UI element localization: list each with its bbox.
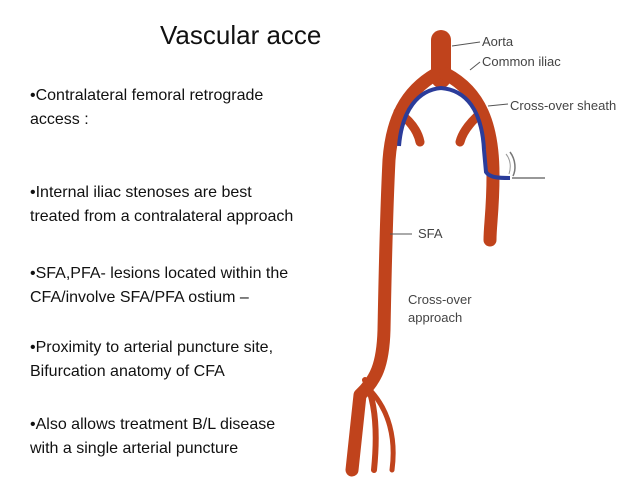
label-crossover-approach-line1: Cross-over [408,292,472,307]
bullet-line: Bifurcation anatomy of CFA [30,363,225,380]
artery-tree [345,30,500,477]
lower-branch-b [365,385,396,473]
right-iliac-leg [439,67,500,247]
label-leaders [390,41,509,235]
label-aorta: Aorta [482,34,514,49]
crossover-sheath [397,85,511,180]
bullet-line: •Contralateral femoral retrograde [30,87,264,104]
label-sfa: SFA [418,226,443,241]
bullet-line: with a single arterial puncture [30,440,239,457]
label-common-iliac: Common iliac [482,54,561,69]
bullet-line: access : [30,111,89,128]
bullet-line: •SFA,PFA- lesions located within the [30,265,289,282]
left-internal-iliac [393,107,425,147]
sheath-hub-valve [509,151,516,177]
leader-crossover-sheath [487,103,509,107]
bullet-line: treated from a contralateral approach [30,208,294,225]
bullet-bilateral: •Also allows treatment B/L disease with … [30,413,360,461]
bullet-line: •Internal iliac stenoses are best [30,184,252,201]
bullet-line: CFA/involve SFA/PFA ostium – [30,289,249,306]
slide-title: Vascular acce [160,20,322,50]
bullet-internal-iliac: •Internal iliac stenoses are best treate… [30,181,360,229]
bullet-contralateral-access: •Contralateral femoral retrograde access… [30,84,360,132]
left-iliac-leg [345,67,443,477]
bullet-line: •Also allows treatment B/L disease [30,416,276,433]
bullet-proximity: •Proximity to arterial puncture site, Bi… [30,336,360,384]
leader-common-iliac [469,61,481,71]
bullet-sfa-pfa: •SFA,PFA- lesions located within the CFA… [30,262,360,310]
label-crossover-sheath: Cross-over sheath [510,98,616,113]
label-crossover-approach-line2: approach [408,310,462,325]
leader-aorta [451,41,481,47]
bullet-line: •Proximity to arterial puncture site, [30,339,274,356]
sheath-hub-valve-2 [505,153,511,175]
